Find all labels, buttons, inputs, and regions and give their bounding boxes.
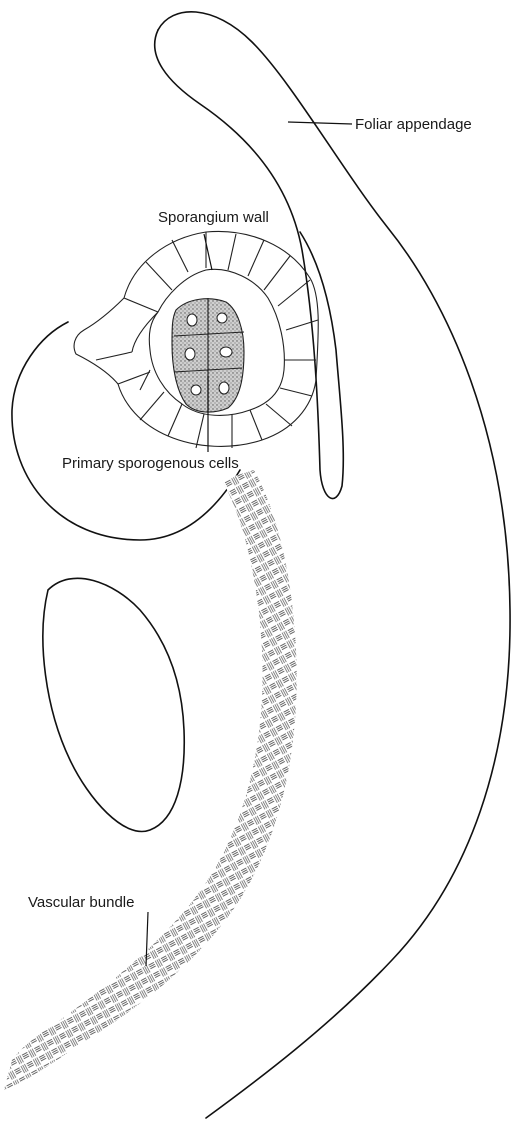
foliar-appendage-outline	[158, 12, 510, 1118]
label-primary-sporogenous-cells: Primary sporogenous cells	[62, 456, 239, 471]
foliar-appendage-inner-edge	[155, 30, 344, 499]
label-vascular-bundle: Vascular bundle	[28, 895, 134, 910]
label-foliar-appendage: Foliar appendage	[355, 117, 472, 132]
lower-lobe-outline	[43, 578, 184, 831]
leader-foliar-appendage	[288, 122, 352, 124]
label-sporangium-wall: Sporangium wall	[158, 210, 269, 225]
vascular-bundle	[4, 470, 297, 1090]
leader-sporangium-wall	[204, 234, 212, 270]
